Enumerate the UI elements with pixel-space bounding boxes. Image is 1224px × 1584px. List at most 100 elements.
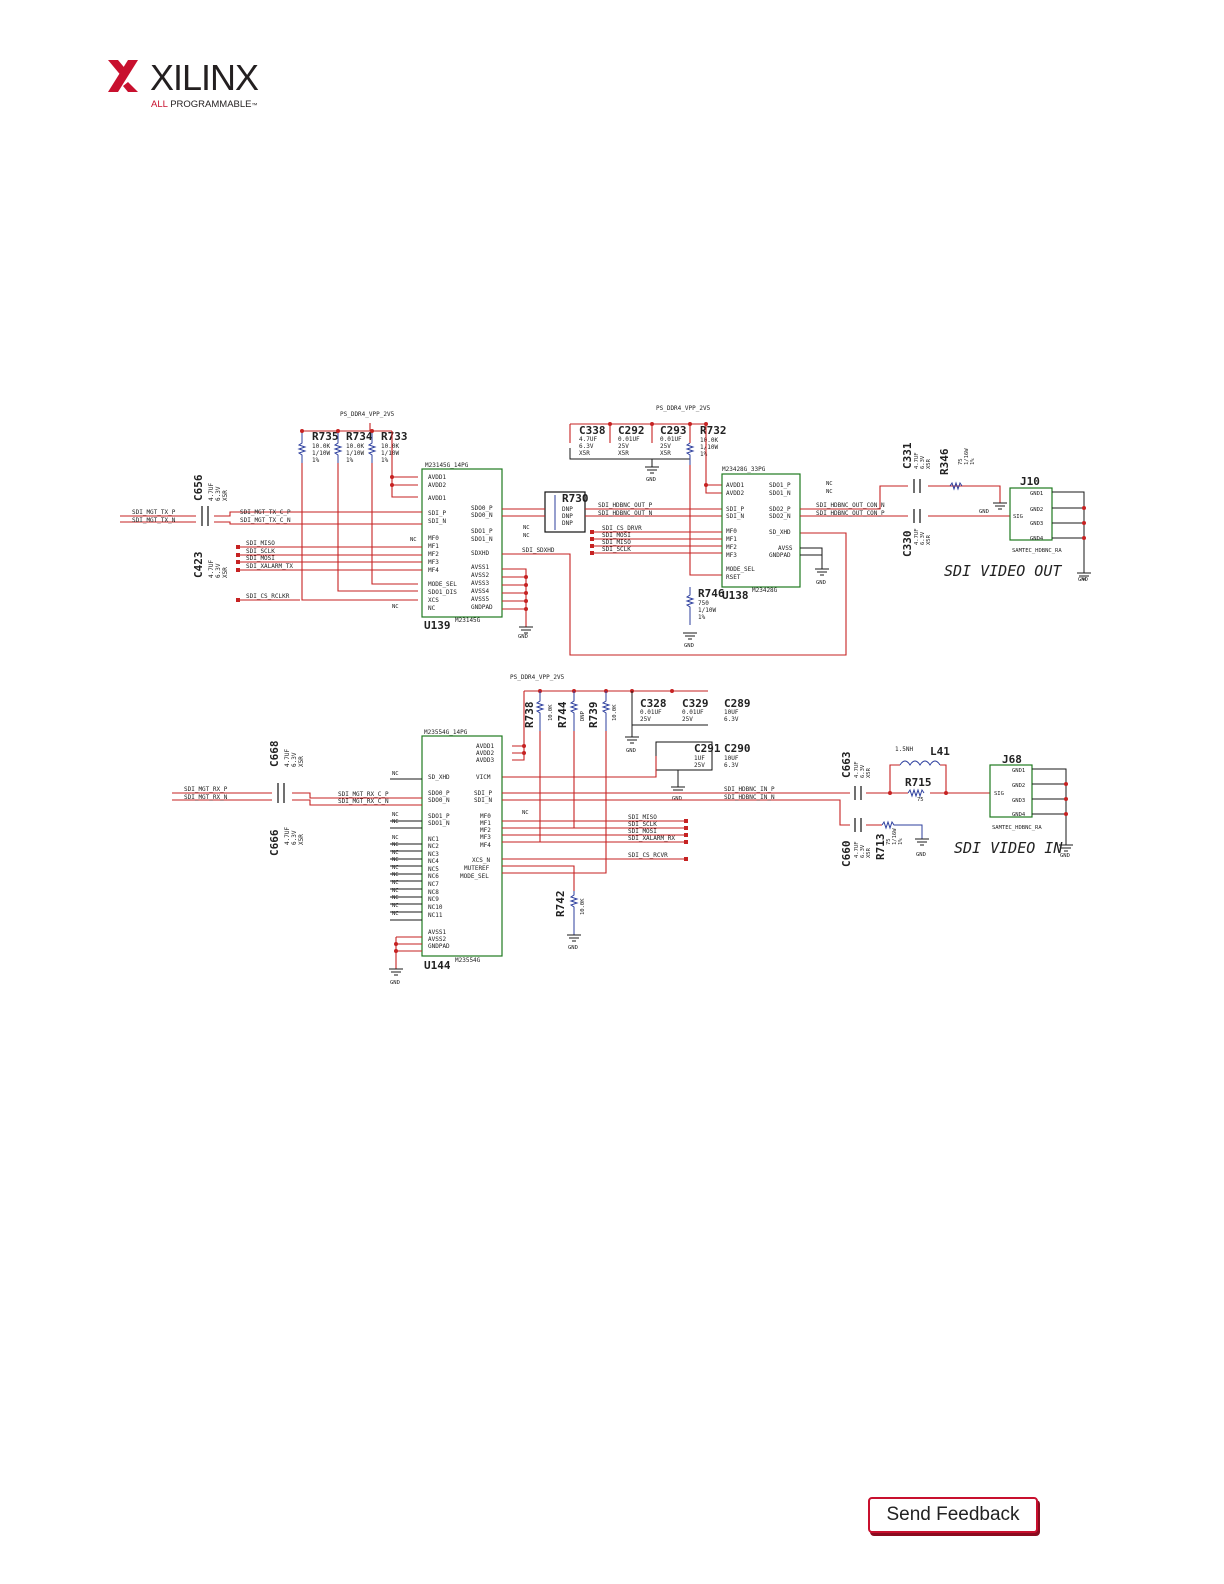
svg-text:R346: R346 [938,448,951,475]
svg-text:SD_XHD: SD_XHD [428,774,450,781]
svg-text:1.5NH: 1.5NH [895,746,913,753]
svg-text:GND: GND [816,580,826,586]
svg-text:AVSS3: AVSS3 [471,580,489,587]
svg-text:MODE_SEL: MODE_SEL [726,566,755,573]
brand-tagline-rest: PROGRAMMABLE [168,99,252,110]
svg-text:GND4: GND4 [1012,812,1026,818]
svg-text:GND1: GND1 [1030,491,1043,497]
svg-text:4.7UF: 4.7UF [914,452,920,469]
u138-mf-wires [592,531,722,554]
svg-text:NC1: NC1 [428,836,439,843]
resistor-r730: R730 DNP DNP DNP [544,491,589,533]
svg-text:4.7UF: 4.7UF [854,841,860,858]
svg-text:X5R: X5R [222,567,229,578]
brand-tagline-all: ALL [151,99,168,110]
svg-text:R739: R739 [587,702,600,729]
svg-text:R734: R734 [346,430,373,443]
tx-section: PS_DDR4_VPP_2V5 R735 10.0K 1/10W 1% R734… [120,405,1091,656]
resistor-r715: R715 75 [905,776,932,803]
svg-text:SDXHD: SDXHD [471,550,489,557]
svg-text:U144: U144 [424,959,451,972]
svg-text:J68: J68 [1002,753,1022,766]
svg-text:NC: NC [392,771,399,777]
svg-text:SDI_HDBNC_OUT_CON_N: SDI_HDBNC_OUT_CON_N [816,502,885,509]
svg-text:C338: C338 [579,424,606,437]
send-feedback-button[interactable]: Send Feedback [868,1497,1038,1533]
svg-text:SDI_MGT_TX_N: SDI_MGT_TX_N [132,517,176,524]
svg-text:AVSS2: AVSS2 [428,936,446,943]
svg-text:10.0K: 10.0K [700,437,718,444]
svg-text:SDI_MGT_TX_C_P: SDI_MGT_TX_C_P [240,509,291,516]
svg-text:NC: NC [826,489,833,495]
gnd-icon [815,568,829,576]
svg-text:SDI_XALARM_RX: SDI_XALARM_RX [628,835,675,842]
connector-j10: J10 GND1 GND2 GND3 GND4 SIG SAMTEC_HDBNC… [1009,475,1062,554]
svg-text:X5R: X5R [866,767,872,778]
svg-text:NC: NC [826,481,833,487]
tx-output-wires [800,485,1010,517]
svg-text:SDO1_P: SDO1_P [428,813,450,820]
svg-text:DNP: DNP [562,513,573,520]
svg-text:SDI_MGT_TX_P: SDI_MGT_TX_P [132,509,176,516]
svg-text:MF0: MF0 [480,813,491,820]
connector-j68: J68 GND1 GND2 GND3 GND4 SIG SAMTEC_HDBNC… [989,753,1042,831]
svg-text:SDO2_P: SDO2_P [769,506,791,513]
svg-text:MF3: MF3 [480,834,491,841]
svg-text:R715: R715 [905,776,932,789]
svg-text:X5R: X5R [579,450,590,457]
svg-text:AVDD2: AVDD2 [428,482,446,489]
svg-text:SDI_N: SDI_N [726,513,744,520]
svg-text:X5R: X5R [866,847,872,858]
svg-text:GND: GND [646,477,656,483]
rx-mf-wires [502,731,686,891]
gnd-icon [645,466,659,474]
svg-text:R742: R742 [554,891,567,918]
svg-text:SIG: SIG [994,791,1004,797]
svg-text:SDI_HDBNC_OUT_CON_P: SDI_HDBNC_OUT_CON_P [816,510,885,517]
svg-text:25V: 25V [640,716,651,723]
svg-text:SDI_MISO: SDI_MISO [602,539,631,546]
svg-text:NC: NC [392,812,399,818]
svg-text:MF1: MF1 [726,536,737,543]
svg-text:6.3V: 6.3V [215,486,222,501]
svg-text:X5R: X5R [222,490,229,501]
svg-text:NC: NC [410,537,417,543]
rx-hdbnc-wires [502,764,990,826]
svg-text:SAMTEC_HDBNC_RA: SAMTEC_HDBNC_RA [1012,548,1062,554]
svg-text:AVSS5: AVSS5 [471,596,489,603]
xilinx-logo: XILINX ALL PROGRAMMABLE™ [108,57,260,110]
svg-text:GND: GND [1078,577,1088,583]
resistor-r732: R732 10.0K 1/10W 1% [685,424,727,465]
svg-text:10.0K: 10.0K [548,704,554,721]
svg-text:MF2: MF2 [428,551,439,558]
svg-text:SDO1_P: SDO1_P [769,482,791,489]
resistor-r733: R733 10.0K 1/10W 1% [367,430,408,464]
svg-text:AVDD1: AVDD1 [476,743,494,750]
svg-text:NC9: NC9 [428,896,439,903]
gnd-icon [567,934,581,942]
trademark: ™ [252,102,258,109]
svg-text:NC4: NC4 [428,858,439,865]
svg-text:X5R: X5R [298,834,305,845]
svg-text:25V: 25V [618,443,629,450]
svg-text:0.01UF: 0.01UF [640,709,662,716]
svg-text:SIG: SIG [1013,514,1023,520]
svg-text:NC: NC [392,857,399,863]
rx-section: PS_DDR4_VPP_2V5 R738 10.0K R744 DNP R739… [172,674,1073,986]
svg-text:SDI_HDBNC_OUT_P: SDI_HDBNC_OUT_P [598,502,653,509]
svg-text:M23428G_33PG: M23428G_33PG [722,466,766,473]
svg-text:10.0K: 10.0K [381,443,399,450]
svg-text:0.01UF: 0.01UF [618,436,640,443]
u139-right-pins: SDO0_P SDO0_N SDO1_P SDO1_N SDXHD AVSS1 … [471,505,493,611]
svg-text:0.01UF: 0.01UF [660,436,682,443]
capacitor-c290: C290 10UF 6.3V [724,742,751,769]
svg-text:1/10W: 1/10W [312,450,330,457]
ic-u139: M23145G_14PG U139 M23145G AVDD1 AVDD2 AV… [392,462,503,632]
svg-text:10.0K: 10.0K [312,443,330,450]
svg-text:MODE_SEL: MODE_SEL [460,873,489,880]
gnd-icon [993,502,1007,510]
svg-text:10UF: 10UF [724,709,739,716]
